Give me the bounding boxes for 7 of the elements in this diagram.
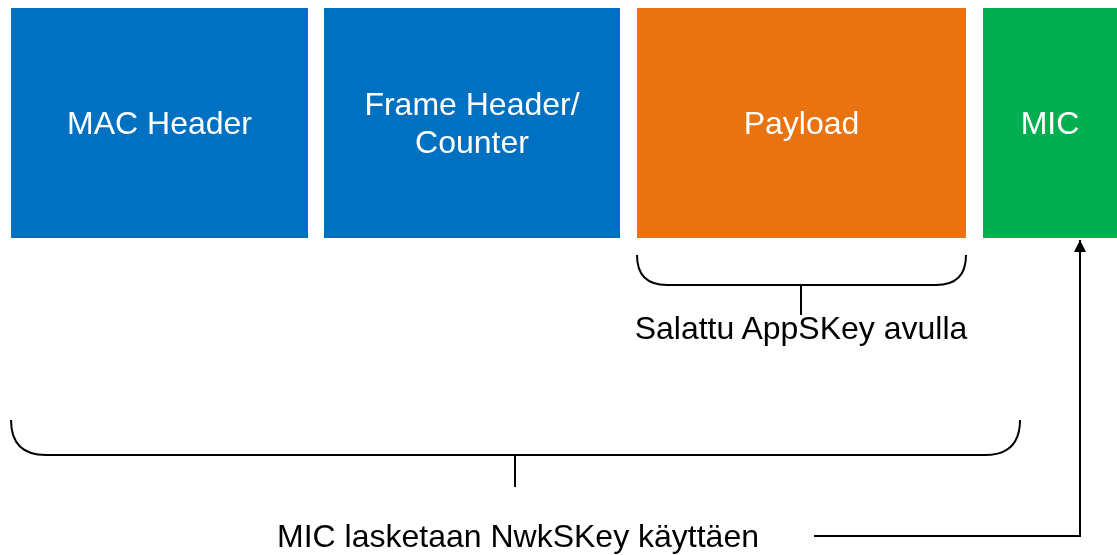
- label-text: Salattu AppSKey avulla: [634, 310, 968, 347]
- arrow: [813, 239, 1086, 537]
- header-field: MAC Header: [11, 8, 308, 238]
- payload-field: Payload: [637, 8, 966, 238]
- caption-text: MIC lasketaan NwkSKey käyttäen: [236, 516, 800, 555]
- header-field: Frame Header/ Counter: [324, 8, 620, 238]
- mic-field: MIC: [983, 8, 1117, 238]
